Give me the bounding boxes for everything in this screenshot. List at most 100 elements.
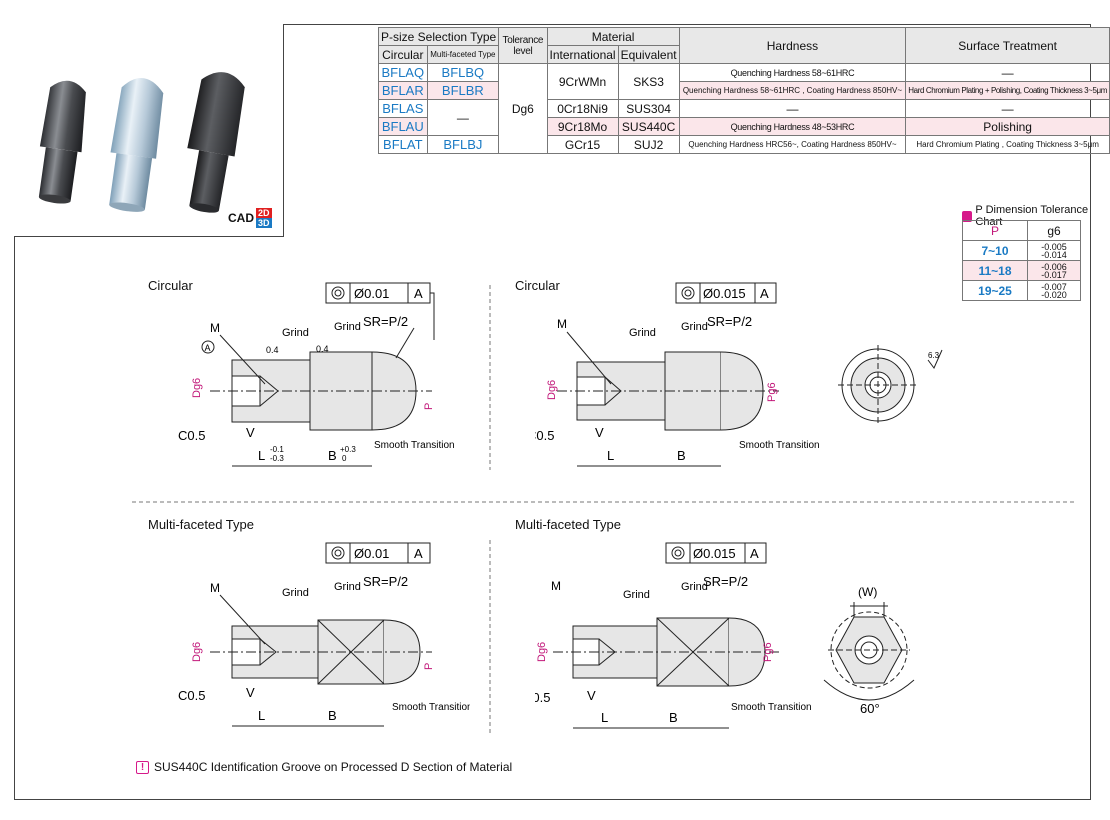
th-hardness: Hardness: [678, 27, 907, 64]
label-grind: Grind: [629, 327, 656, 339]
cell-tolerance: Dg6: [498, 63, 548, 154]
label-m: M: [210, 581, 220, 595]
label-sr: SR=P/2: [363, 314, 408, 329]
label-sr: SR=P/2: [363, 574, 408, 589]
tol-lower: -0.017: [1041, 269, 1067, 280]
tol-lower: -0.020: [1041, 289, 1067, 300]
pins-image: [38, 72, 245, 213]
tol-upper: -0.006: [1041, 261, 1067, 272]
label-l: L: [601, 710, 608, 725]
cell-surface: Hard Chromium Plating , Coating Thicknes…: [905, 135, 1110, 154]
label-smooth: Smooth Transition: [392, 702, 470, 713]
fcf-value: Ø0.015: [703, 286, 746, 301]
cell-intl: GCr15: [546, 135, 619, 154]
label-c05: C0.5: [535, 428, 554, 443]
label-b-up: +0.3: [340, 445, 356, 454]
label-b: B: [328, 448, 337, 463]
label-v: V: [595, 425, 604, 440]
fcf-datum: A: [760, 286, 769, 301]
product-photo: [14, 24, 284, 237]
th-material: Material: [546, 27, 680, 46]
label-l-up: -0.1: [270, 445, 284, 454]
label-c05: C0.5: [178, 688, 205, 703]
spec-table: P-size Selection Type Tolerance level Ma…: [377, 27, 1110, 154]
label-pg6: Pg6: [766, 382, 778, 402]
label-l: L: [258, 708, 265, 723]
label-smooth: Smooth Transition: [374, 440, 455, 451]
label-grind: Grind: [282, 327, 309, 339]
th-psize: P-size Selection Type: [377, 27, 500, 46]
label-m: M: [551, 579, 561, 593]
label-smooth: Smooth Transition: [731, 702, 812, 713]
th-circular: Circular: [378, 45, 428, 64]
tol-lower: -0.014: [1041, 249, 1067, 260]
cell-code[interactable]: BFLAR: [378, 81, 428, 100]
label-b: B: [677, 448, 686, 463]
label-dg6: Dg6: [546, 380, 558, 400]
label-smooth: Smooth Transition: [739, 440, 820, 451]
end-view-circular: 6.3: [838, 345, 943, 425]
label-v: V: [246, 425, 255, 440]
label-04: 0.4: [316, 344, 329, 354]
label-circular-1: Circular: [148, 278, 193, 293]
cell-equiv: SUS304: [617, 99, 680, 118]
label-c05: C0.5: [178, 428, 205, 443]
th-equivalent: Equivalent: [617, 45, 680, 64]
label-l: L: [258, 448, 265, 463]
th-international: International: [546, 45, 619, 64]
label-multi-2: Multi-faceted Type: [515, 517, 621, 532]
drawing-multi-1: Ø0.01 A M Grind Grind SR=P/2 Dg6 P C0.5 …: [178, 542, 470, 727]
label-p: P: [423, 663, 435, 670]
label-circular-2: Circular: [515, 278, 560, 293]
label-c05: C0.5: [535, 690, 550, 705]
fcf-datum: A: [414, 286, 423, 301]
drawing-multi-2: Ø0.015 A M Grind Grind SR=P/2 Dg6 Pg6 C0…: [535, 542, 812, 729]
label-m: M: [210, 321, 220, 335]
fcf-value: Ø0.01: [354, 546, 389, 561]
fcf-value: Ø0.015: [693, 546, 736, 561]
th-tolerance: Tolerance level: [498, 27, 548, 64]
label-grind: Grind: [334, 321, 361, 333]
label-b: B: [669, 710, 678, 725]
label-pg6: Pg6: [762, 642, 774, 662]
drawing-circular-1: Ø0.01 A M Grind 0.4 Grind 0.4 SR=P/2 A D…: [178, 282, 455, 467]
cell-code[interactable]: BFLBJ: [426, 135, 500, 154]
datum-a: A: [205, 343, 211, 353]
label-p: P: [423, 403, 435, 410]
label-dg6: Dg6: [191, 642, 203, 662]
tol-range: 19~25: [962, 280, 1028, 301]
cell-equiv: SUJ2: [617, 135, 680, 154]
label-04: 0.4: [266, 345, 279, 355]
label-v: V: [246, 685, 255, 700]
cad-2d[interactable]: 2D: [256, 208, 272, 218]
roughness-symbol: 6.3: [928, 351, 940, 360]
tol-upper: -0.007: [1041, 281, 1067, 292]
label-w: (W): [858, 585, 877, 599]
label-grind: Grind: [334, 581, 361, 593]
fcf: Ø0.01 A: [325, 282, 435, 340]
cell-equiv: SUS440C: [617, 117, 680, 136]
end-view-multi: (W) 60°: [823, 585, 915, 716]
label-dg6: Dg6: [536, 642, 548, 662]
label-sr: SR=P/2: [703, 574, 748, 589]
cell-code[interactable]: BFLAQ: [378, 63, 428, 82]
cad-3d[interactable]: 3D: [256, 218, 272, 228]
fcf-value: Ø0.01: [354, 286, 389, 301]
label-multi-1: Multi-faceted Type: [148, 517, 254, 532]
label-m: M: [557, 317, 567, 331]
label-b-low: 0: [342, 454, 347, 463]
label-grind: Grind: [681, 581, 708, 593]
label-grind: Grind: [282, 587, 309, 599]
marker-icon: [962, 210, 973, 222]
label-l: L: [607, 448, 614, 463]
label-dg6: Dg6: [191, 378, 203, 398]
drawing-circular-2: Ø0.015 A M Grind Grind SR=P/2 Dg6 Pg6 C0…: [535, 282, 820, 467]
fcf-datum: A: [414, 546, 423, 561]
warning-icon: !: [136, 760, 149, 774]
label-b: B: [328, 708, 337, 723]
tol-upper: -0.005: [1041, 241, 1067, 252]
cell-multi-dash: —: [426, 99, 500, 136]
cad-label: CAD: [228, 211, 254, 225]
